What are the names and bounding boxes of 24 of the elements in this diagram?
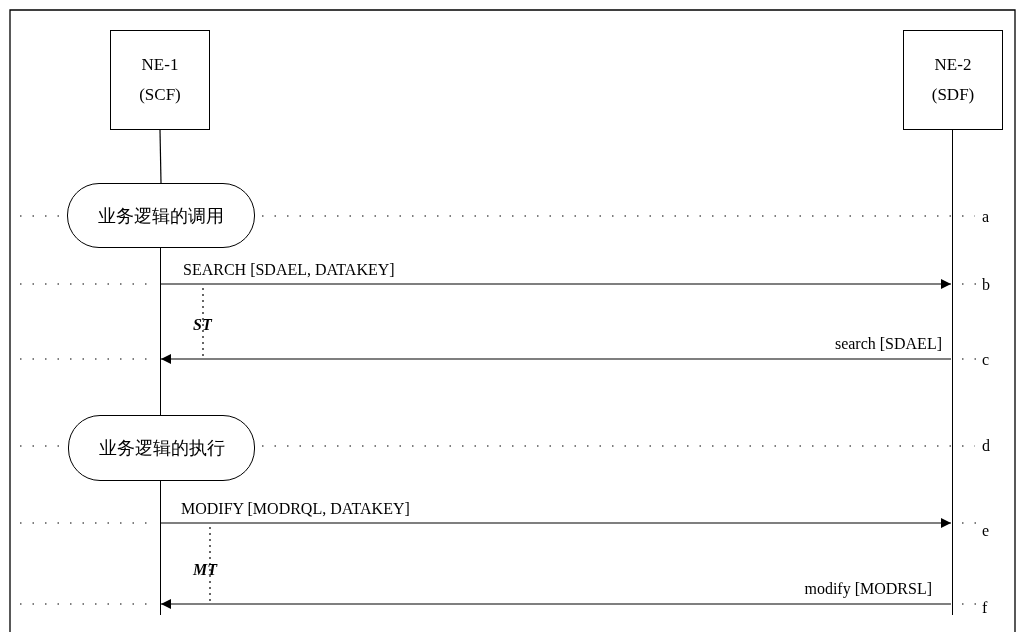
process-box: 业务逻辑的执行 xyxy=(68,415,255,481)
edge-label: MODIFY [MODRQL, DATAKEY] xyxy=(181,500,410,518)
edge-label: SEARCH [SDAEL, DATAKEY] xyxy=(183,261,395,279)
edge-label: modify [MODRSL] xyxy=(804,580,932,598)
entity-box: NE-2 (SDF) xyxy=(903,30,1003,130)
row-letter: d xyxy=(982,437,990,455)
lifeline xyxy=(159,248,161,415)
edge-label: search [SDAEL] xyxy=(834,335,942,353)
lifeline xyxy=(951,130,953,615)
entity-box: NE-1 (SCF) xyxy=(110,30,210,130)
process-box: 业务逻辑的调用 xyxy=(67,183,255,248)
message-arrow xyxy=(160,354,952,364)
message-arrow xyxy=(160,518,952,528)
row-letter: b xyxy=(982,276,990,294)
timer-label: MT xyxy=(193,561,217,579)
row-letter: c xyxy=(982,351,990,369)
row-letter: a xyxy=(982,208,990,226)
row-letter: f xyxy=(982,599,988,617)
lifeline xyxy=(159,129,162,184)
message-arrow xyxy=(160,279,952,289)
row-letter: e xyxy=(982,522,990,540)
message-arrow xyxy=(160,599,952,609)
lifeline xyxy=(159,481,161,615)
timer-label: ST xyxy=(193,316,212,334)
